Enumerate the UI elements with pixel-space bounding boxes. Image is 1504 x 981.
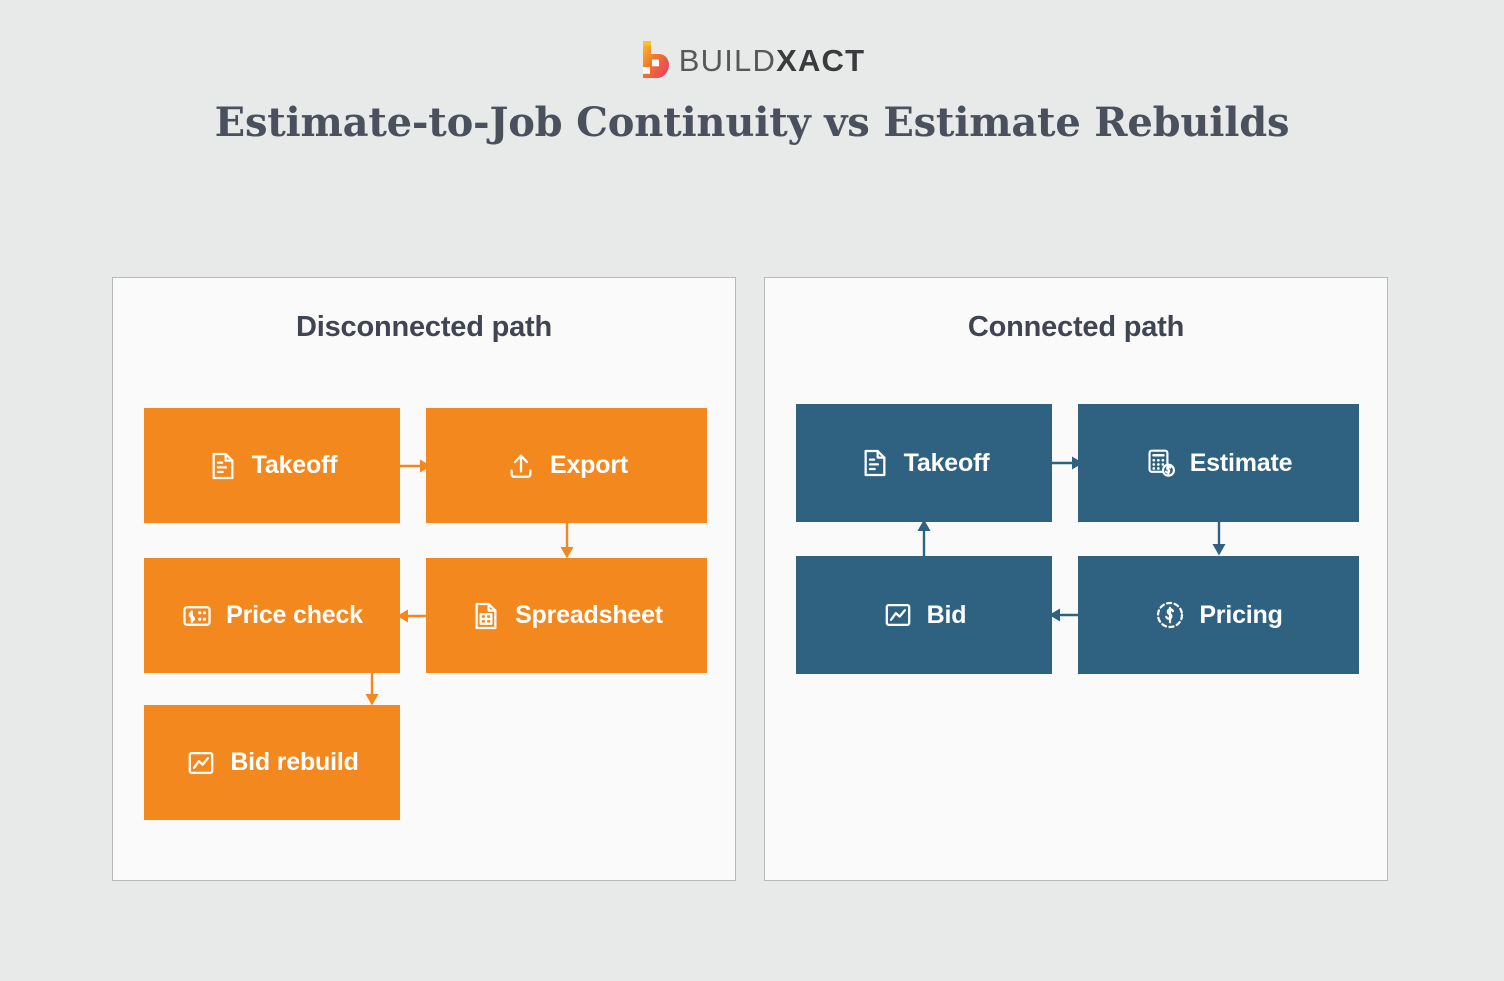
panel-connected-path: Connected path Takeoff Estimate Bid [764,277,1388,881]
node-takeoff-disconnected[interactable]: Takeoff [144,408,400,523]
node-estimate[interactable]: Estimate [1078,404,1359,522]
chart-line-square-icon [188,751,214,774]
node-label: Price check [226,601,363,629]
dollar-dashed-circle-icon [1157,601,1184,629]
chart-line-square-icon [885,603,910,627]
document-lines-icon [212,452,234,479]
node-takeoff-connected[interactable]: Takeoff [796,404,1052,522]
node-pricing[interactable]: Pricing [1078,556,1359,674]
node-spreadsheet[interactable]: Spreadsheet [426,558,707,673]
node-label: Takeoff [251,451,338,479]
arrow-export-to-spreadsheet [560,519,574,559]
panel-disconnected-path: Disconnected path Takeoff Export Price c… [112,277,736,881]
arrow-spreadsheet-to-price-check [397,609,432,623]
banknote-dollar-icon [183,605,211,626]
brand-word-light: BUILD [678,42,777,78]
node-bid-rebuild[interactable]: Bid rebuild [144,705,400,820]
node-price-check[interactable]: Price check [144,558,400,673]
arrow-estimate-to-pricing [1212,516,1226,556]
upload-arrow-icon [510,454,532,478]
panel-title-connected: Connected path [967,311,1185,343]
node-export[interactable]: Export [426,408,707,523]
brand-logo: BUILDXACT [0,38,1504,82]
panel-title-disconnected: Disconnected path [295,311,553,343]
document-grid-icon [475,602,497,629]
arrow-takeoff-to-estimate [1048,456,1083,470]
document-lines-icon [864,449,886,477]
node-label: Estimate [1189,448,1293,477]
brand-word-bold: XACT [776,42,866,78]
node-bid[interactable]: Bid [796,556,1052,674]
node-label: Bid [926,600,967,629]
node-label: Export [550,451,628,479]
node-label: Takeoff [903,448,990,477]
calculator-dollar-icon [1148,449,1175,477]
node-label: Pricing [1199,600,1283,629]
brand-wordmark: BUILDXACT [679,45,866,76]
node-label: Bid rebuild [230,748,359,776]
page-title: Estimate-to-Job Continuity vs Estimate R… [214,99,1290,146]
buildxact-b-logo-icon [642,41,669,78]
arrow-pricing-to-bid [1049,608,1084,622]
node-label: Spreadsheet [515,601,663,629]
arrow-price-check-to-bid-rebuild [365,666,379,706]
arrow-bid-to-takeoff [917,519,931,560]
arrow-takeoff-to-export [396,459,431,473]
